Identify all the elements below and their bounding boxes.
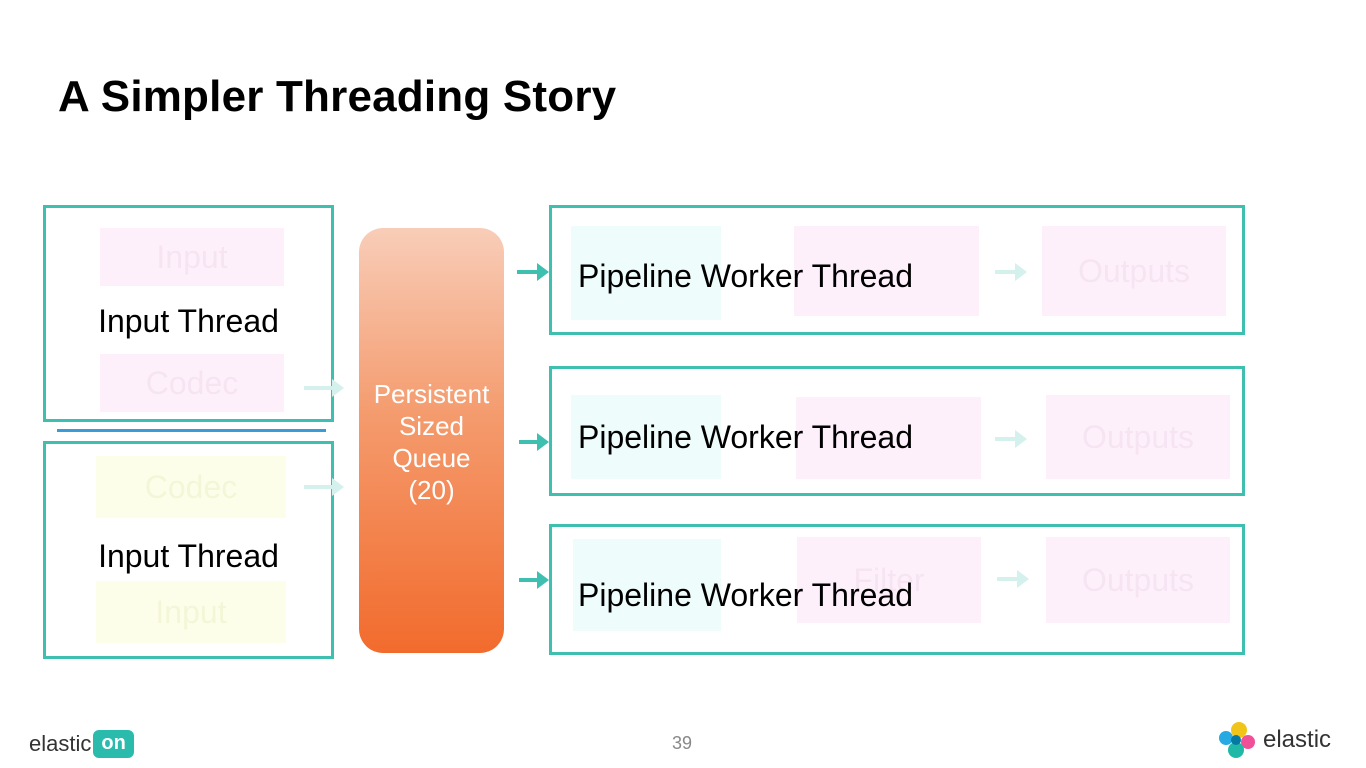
pipeline-worker-box-1: Outputs Pipeline Worker Thread xyxy=(549,205,1245,335)
pipeline-worker-box-2: Outputs Pipeline Worker Thread xyxy=(549,366,1245,496)
elastic-logo: elastic xyxy=(1217,720,1331,760)
queue-label: Persistent Sized Queue (20) xyxy=(359,378,504,506)
ghost-codec-block: Codec xyxy=(96,456,286,518)
elasticon-on-badge: on xyxy=(93,730,134,758)
thread-separator xyxy=(57,429,326,432)
input-thread-box-2: Codec Input Thread Input xyxy=(43,441,334,659)
ghost-input-block: Input xyxy=(96,581,286,643)
input-thread-label: Input Thread xyxy=(98,303,279,339)
ghost-filter-block xyxy=(794,226,979,316)
queue-label-line-2: Sized xyxy=(398,411,465,441)
elastic-logo-icon xyxy=(1219,722,1255,758)
ghost-outputs-block: Outputs xyxy=(1046,537,1230,623)
ghost-filter-block xyxy=(796,397,981,479)
queue-to-worker-arrow-2 xyxy=(519,433,549,451)
input-to-queue-arrow-1 xyxy=(304,379,344,397)
ghost-input-block: Input xyxy=(100,228,284,286)
ghost-arrow xyxy=(997,570,1029,588)
input-to-queue-arrow-2 xyxy=(304,478,344,496)
ghost-filter-block xyxy=(571,226,721,320)
slide-title: A Simpler Threading Story xyxy=(58,72,617,121)
pipeline-worker-label: Pipeline Worker Thread xyxy=(578,577,913,613)
ghost-filter-block: Filter xyxy=(797,537,981,623)
ghost-outputs-block: Outputs xyxy=(1042,226,1226,316)
persistent-queue: Persistent Sized Queue (20) xyxy=(359,228,504,653)
elasticon-logo: elastic on xyxy=(29,727,134,761)
ghost-codec-block: Codec xyxy=(100,354,284,412)
pipeline-worker-label: Pipeline Worker Thread xyxy=(578,419,913,455)
pipeline-worker-box-3: Filter Outputs Pipeline Worker Thread xyxy=(549,524,1245,655)
ghost-filter-block xyxy=(573,539,721,631)
ghost-arrow xyxy=(995,430,1027,448)
ghost-outputs-block: Outputs xyxy=(1046,395,1230,479)
elasticon-logo-word: elastic xyxy=(29,731,92,756)
page-number: 39 xyxy=(672,733,693,753)
queue-to-worker-arrow-1 xyxy=(517,263,549,281)
queue-label-line-3: Queue xyxy=(392,443,471,473)
elastic-logo-word: elastic xyxy=(1263,726,1332,753)
queue-to-worker-arrow-3 xyxy=(519,571,549,589)
queue-label-line-1: Persistent xyxy=(373,379,490,409)
pipeline-worker-label: Pipeline Worker Thread xyxy=(578,258,913,294)
ghost-arrow xyxy=(995,263,1027,281)
queue-label-line-4: (20) xyxy=(408,475,455,505)
input-thread-label: Input Thread xyxy=(98,538,279,574)
input-thread-box-1: Input Input Thread Codec xyxy=(43,205,334,422)
ghost-filter-block xyxy=(571,395,721,479)
